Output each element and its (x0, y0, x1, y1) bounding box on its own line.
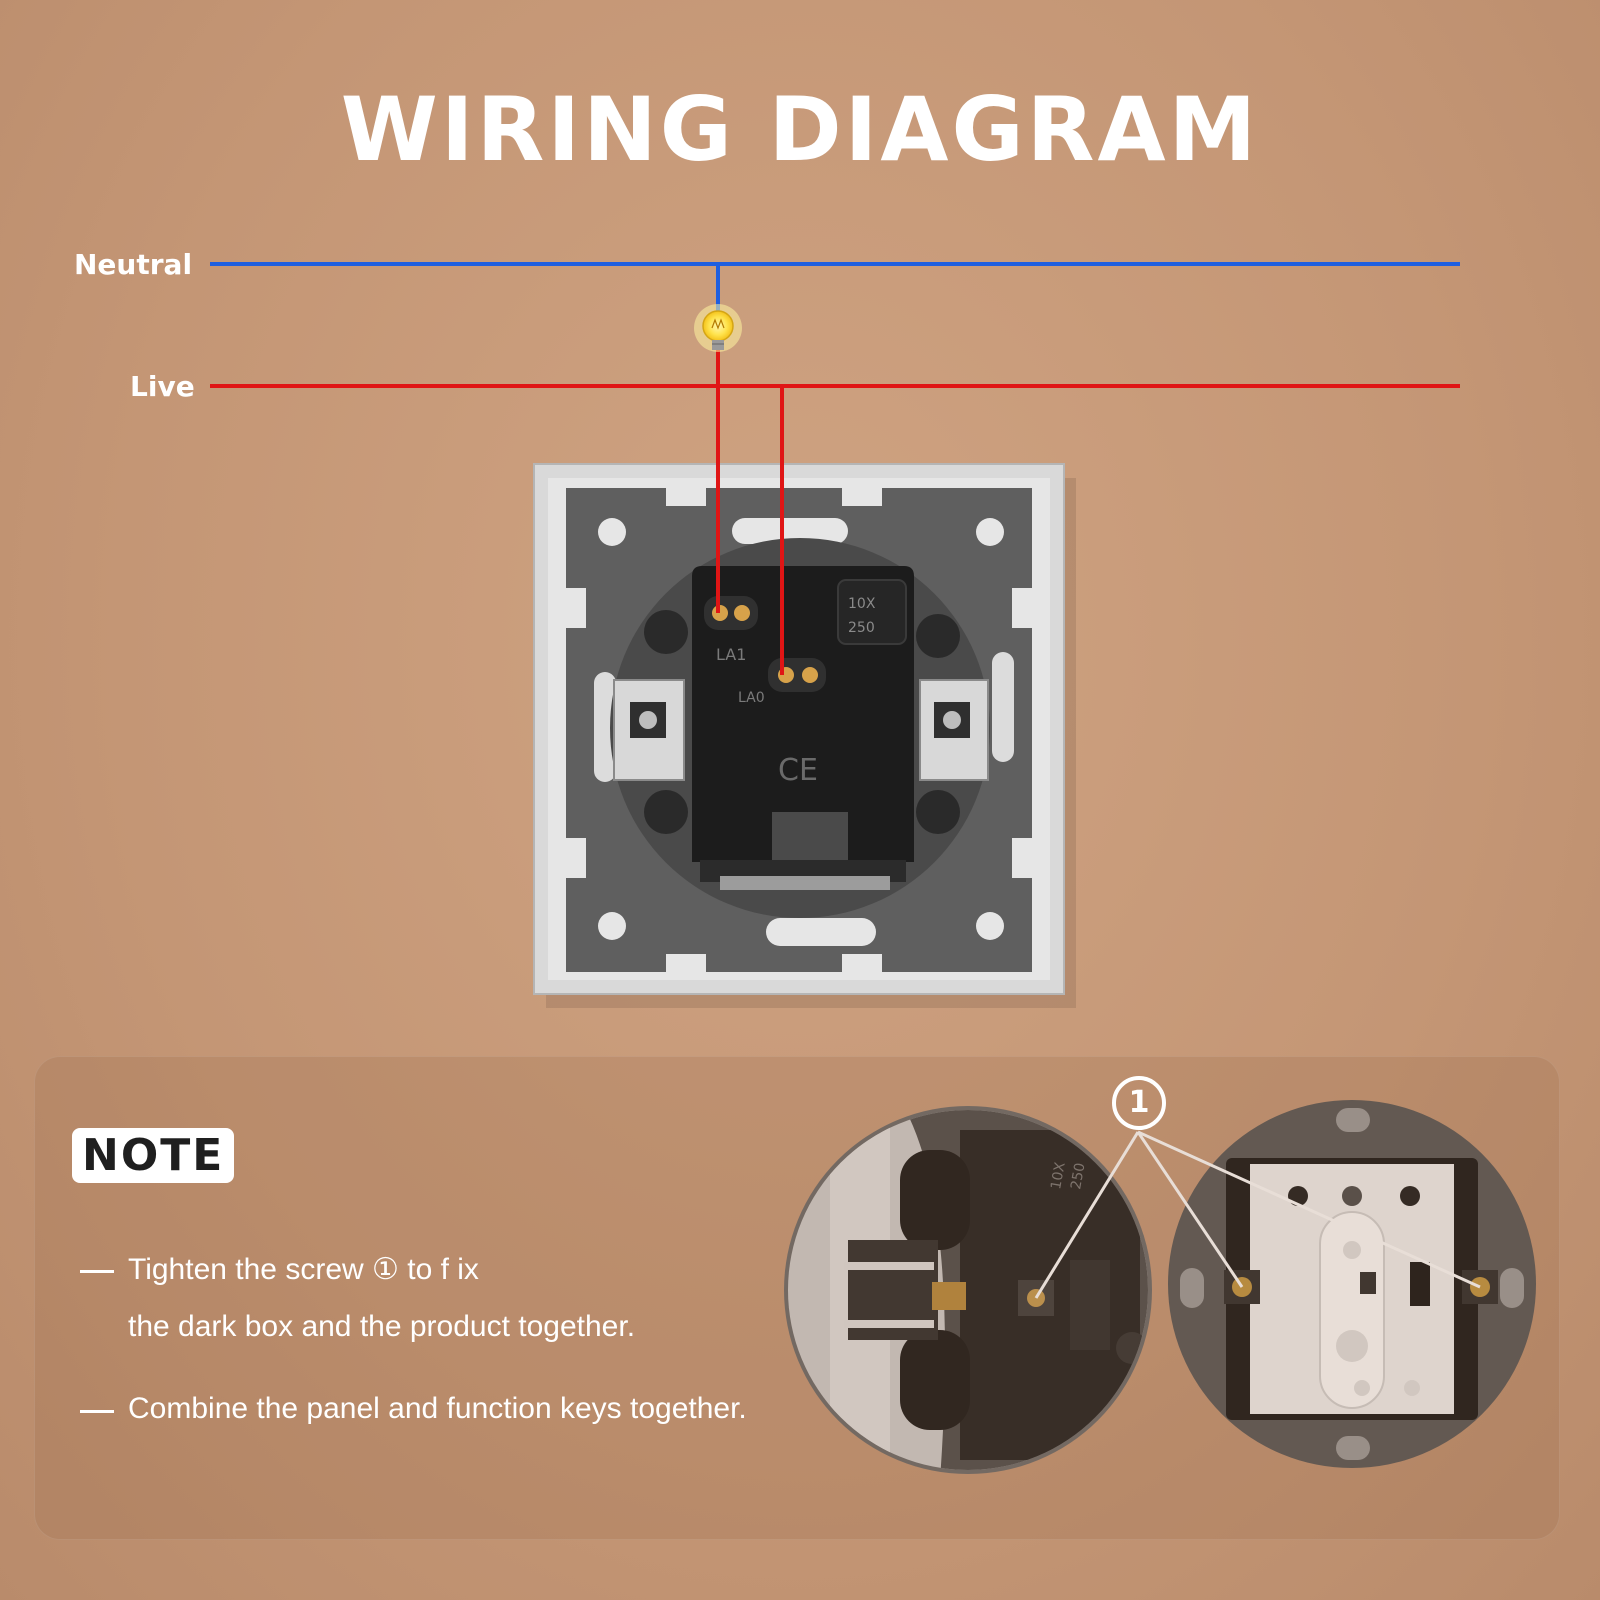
bullet-dash (80, 1270, 114, 1273)
note-panel (34, 1056, 1560, 1540)
note-badge: NOTE (72, 1128, 235, 1183)
note-line-1b: the dark box and the product together. (128, 1310, 636, 1343)
rating-top: 10X (848, 596, 876, 612)
ce-mark: CE (778, 753, 818, 788)
callout-number: 1 (1112, 1076, 1166, 1130)
wires (210, 262, 1460, 675)
detail-rating-bottom: 250 (1068, 1162, 1088, 1191)
detail-rating-top: 10X (1048, 1161, 1069, 1191)
neutral-label: Neutral (74, 248, 193, 281)
note-line-1a: Tighten the screw ① to f ix (128, 1253, 479, 1286)
page-title: WIRING DIAGRAM (340, 78, 1260, 181)
light-bulb-icon (694, 304, 742, 352)
terminal-label-a1: LA1 (716, 645, 746, 664)
terminal-label-a0: LA0 (738, 690, 765, 706)
note-line-2: Combine the panel and function keys toge… (128, 1392, 747, 1425)
live-label: Live (130, 370, 195, 403)
socket-back-view: LA1 LA0 10X 250 CE (533, 463, 1076, 1008)
bullet-dash (80, 1410, 114, 1413)
callout-lines (1034, 1130, 1481, 1299)
rating-bottom: 250 (848, 620, 875, 636)
detail-side-view: 10X 250 (784, 1106, 1152, 1474)
detail-front-view (1168, 1100, 1536, 1468)
